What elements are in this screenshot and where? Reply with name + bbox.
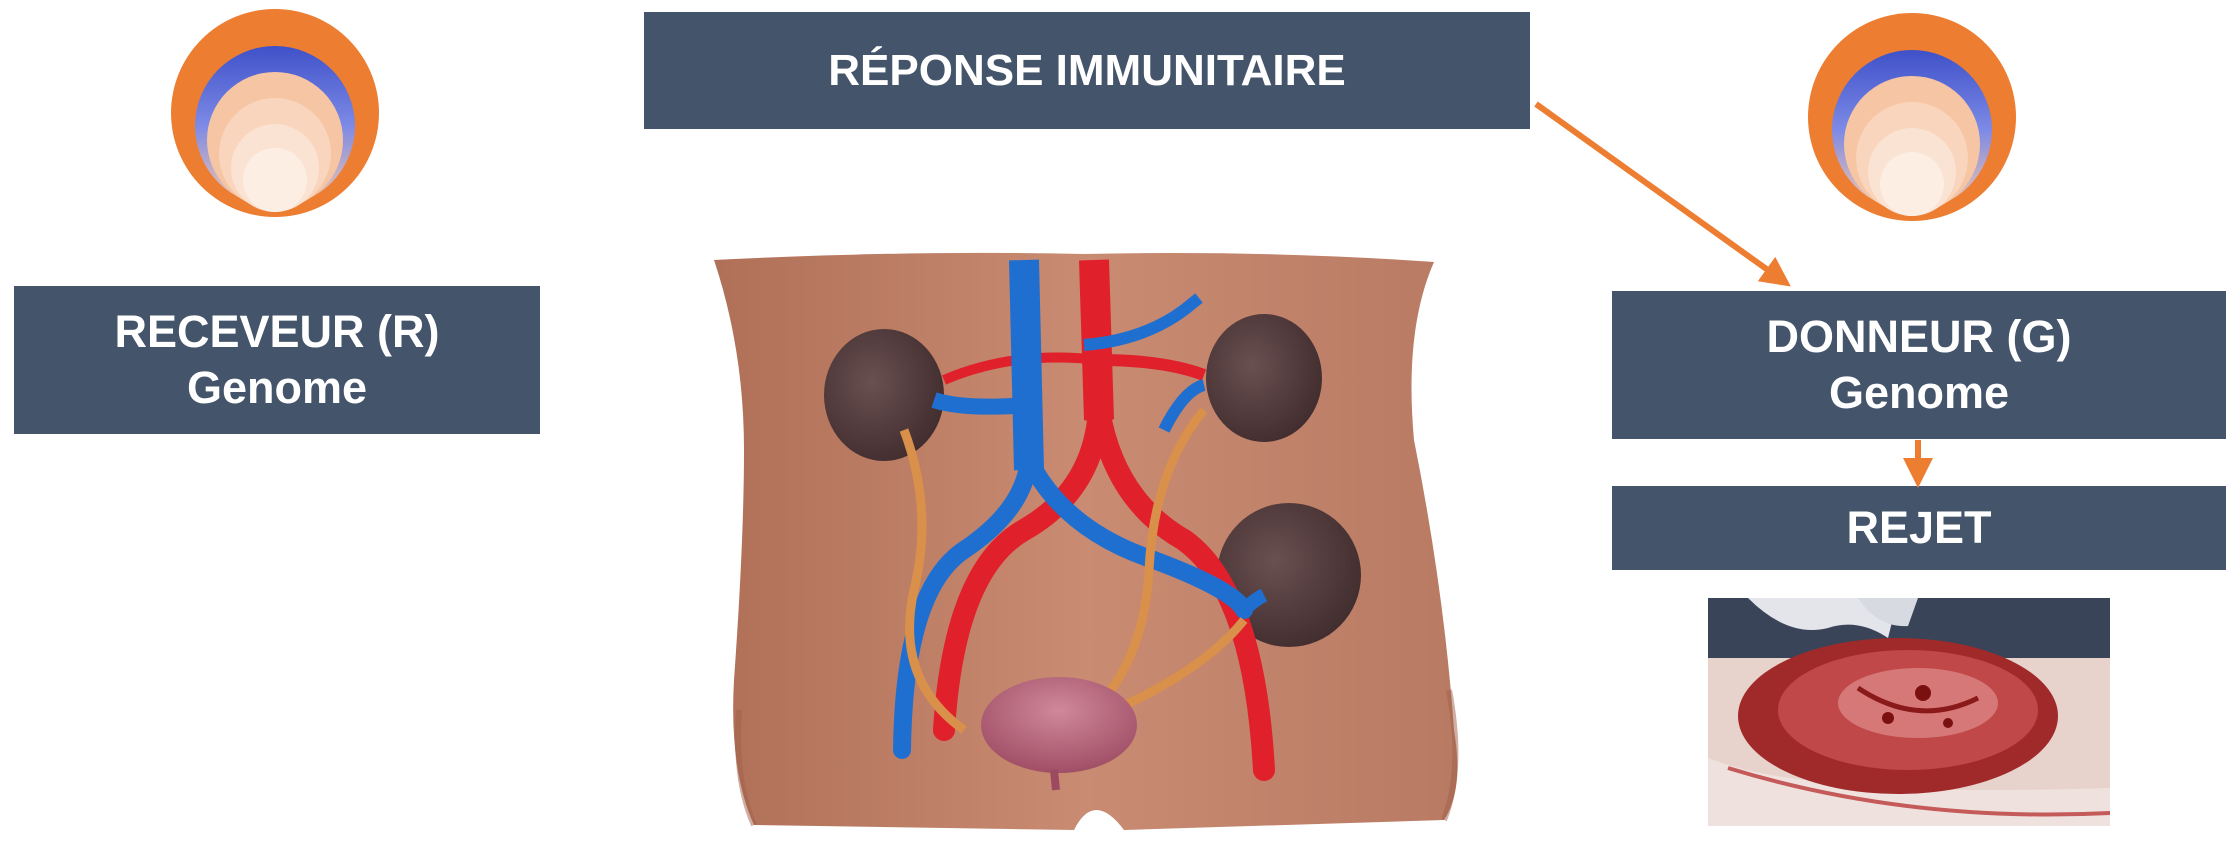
immune-response-to-donor-arrow	[1536, 104, 1786, 283]
